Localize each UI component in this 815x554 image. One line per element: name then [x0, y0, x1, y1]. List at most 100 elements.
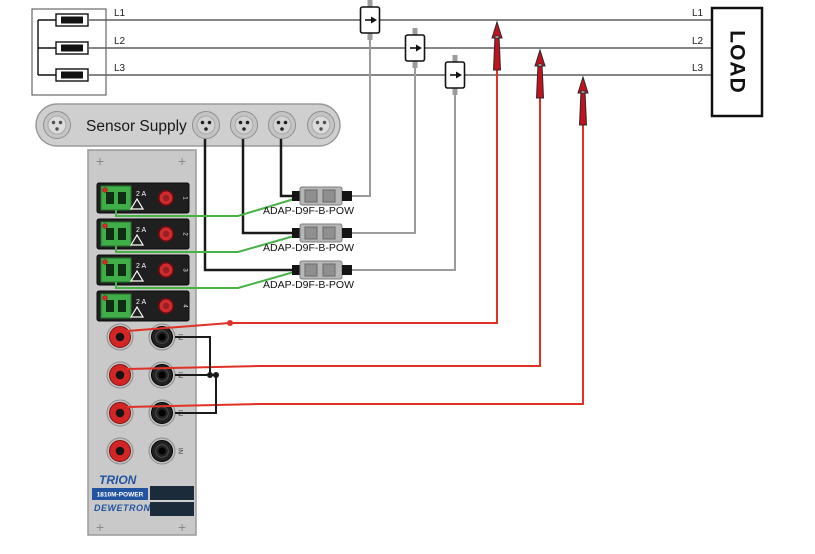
- screw-icon: +: [178, 153, 186, 169]
- current-transducer-1: [359, 0, 381, 40]
- jack-row-label-4: IN: [177, 448, 183, 454]
- phase-label-left-l1: L1: [114, 8, 126, 19]
- fuse-block-2: 2 A 2: [96, 218, 190, 250]
- divider: [150, 500, 194, 502]
- module-branding: TRION 1810M-POWER DEWETRON: [92, 473, 194, 516]
- warning-triangle-icon: [129, 197, 145, 210]
- fuse-block-4: 2 A 4: [96, 290, 190, 322]
- sensor-supply-wire-3: [203, 139, 294, 272]
- adapter-label-1: ADAP-D9F-B-POW: [263, 205, 354, 217]
- button-center: [162, 230, 170, 238]
- supply-connector-1: [192, 111, 220, 139]
- connector-slot: [118, 228, 126, 240]
- jack-row-4: IN: [106, 437, 183, 465]
- lo-link-wire-2: [175, 374, 217, 414]
- fuse-rating-label: 2 A: [136, 227, 146, 234]
- current-transducer-3: [444, 55, 466, 95]
- sensor-supply-label: Sensor Supply: [86, 118, 187, 135]
- ct-signal-wire-3: [350, 89, 456, 271]
- sensor-supply-wire-2: [241, 139, 294, 235]
- voltage-probe-2: [534, 48, 546, 99]
- sensor-supply-wire-1: [279, 139, 294, 198]
- current-transducer-2: [404, 28, 426, 68]
- button-center: [162, 302, 170, 310]
- channel-label-2: 2: [182, 232, 188, 236]
- voltage-sense-wire-2: [126, 97, 541, 370]
- maker-label: DEWETRON: [94, 503, 151, 513]
- led-indicator: [102, 187, 108, 193]
- lo-jack-4: [158, 447, 166, 455]
- supply-connector-3: [268, 111, 296, 139]
- supply-connector-unused-left: [43, 111, 71, 139]
- adapter-label-2: ADAP-D9F-B-POW: [263, 242, 354, 254]
- led-indicator: [102, 259, 108, 265]
- current-arrow-icon: [416, 44, 422, 52]
- connector-slot: [106, 300, 114, 312]
- warning-triangle-icon: [129, 305, 145, 318]
- adapter-signal-wire-1: [115, 198, 295, 217]
- current-arrow-icon: [456, 71, 462, 79]
- connector-slot: [118, 264, 126, 276]
- fuse-block-1: 2 A 1: [96, 182, 190, 214]
- screw-icon: +: [96, 519, 104, 535]
- warning-triangle-icon: [129, 233, 145, 246]
- phase-label-left-l2: L2: [114, 36, 126, 47]
- fuse-symbol-2: [55, 41, 89, 55]
- connector-slot: [106, 192, 114, 204]
- adapter-signal-wire-3: [115, 271, 295, 289]
- hi-jack-1: [115, 332, 125, 342]
- jack-row-1: IN: [106, 323, 183, 351]
- load-box: LOAD: [710, 6, 764, 118]
- junction-dot: [213, 372, 219, 378]
- lo-link-wire-1: [175, 336, 211, 375]
- screw-icon: +: [96, 153, 104, 169]
- warning-triangle-icon: [129, 269, 145, 282]
- fuse-symbol-1: [55, 13, 89, 27]
- connector-slot: [118, 300, 126, 312]
- channel-label-1: 1: [182, 196, 188, 200]
- connector-slot: [118, 192, 126, 204]
- phase-label-right-l2: L2: [692, 36, 704, 47]
- adapter-2: ADAP-D9F-B-POW: [263, 223, 354, 254]
- phase-label-right-l1: L1: [692, 8, 704, 19]
- grid-source-symbol: [31, 8, 107, 96]
- source-bus: [37, 19, 56, 76]
- channel-label-4: 4: [182, 304, 188, 308]
- connector-slot: [106, 228, 114, 240]
- sensor-supply-strip: Sensor Supply: [35, 103, 341, 147]
- ct-signal-wire-2: [350, 62, 416, 234]
- led-indicator: [102, 223, 108, 229]
- lo-jack-3: [158, 409, 166, 417]
- model-label: 1810M-POWER: [97, 492, 144, 499]
- voltage-probe-3: [577, 75, 589, 126]
- phase-lines: L1 L2 L3 L1 L2 L3: [88, 8, 712, 76]
- screw-icon: +: [178, 519, 186, 535]
- phase-label-left-l3: L3: [114, 63, 126, 74]
- hi-jack-4: [115, 446, 125, 456]
- voltage-sense-wire-3: [126, 124, 584, 408]
- adapter-1: ADAP-D9F-B-POW: [263, 186, 354, 217]
- fuse-rating-label: 2 A: [136, 191, 146, 198]
- supply-connector-unused-right: [307, 111, 335, 139]
- adapter-3: ADAP-D9F-B-POW: [263, 260, 354, 291]
- source-outline: [31, 8, 107, 96]
- button-center: [162, 266, 170, 274]
- fuse-rating-label: 2 A: [136, 299, 146, 306]
- ct-signal-wire-1: [350, 34, 371, 197]
- wiring: [115, 34, 584, 414]
- load-label: LOAD: [726, 30, 749, 94]
- adapter-label-3: ADAP-D9F-B-POW: [263, 279, 354, 291]
- trion-logo: TRION: [99, 473, 137, 487]
- current-arrow-icon: [371, 16, 377, 24]
- lo-jack-1: [158, 333, 166, 341]
- junction-dot: [207, 372, 213, 378]
- measurement-module: + + + + 2 A 1 2 A 2: [87, 149, 197, 536]
- fuse-block-3: 2 A 3: [96, 254, 190, 286]
- led-indicator: [102, 295, 108, 301]
- hi-jack-3: [115, 408, 125, 418]
- phase-label-right-l3: L3: [692, 63, 704, 74]
- fuse-symbol-3: [55, 68, 89, 82]
- channel-label-3: 3: [182, 268, 188, 272]
- hi-jack-2: [115, 370, 125, 380]
